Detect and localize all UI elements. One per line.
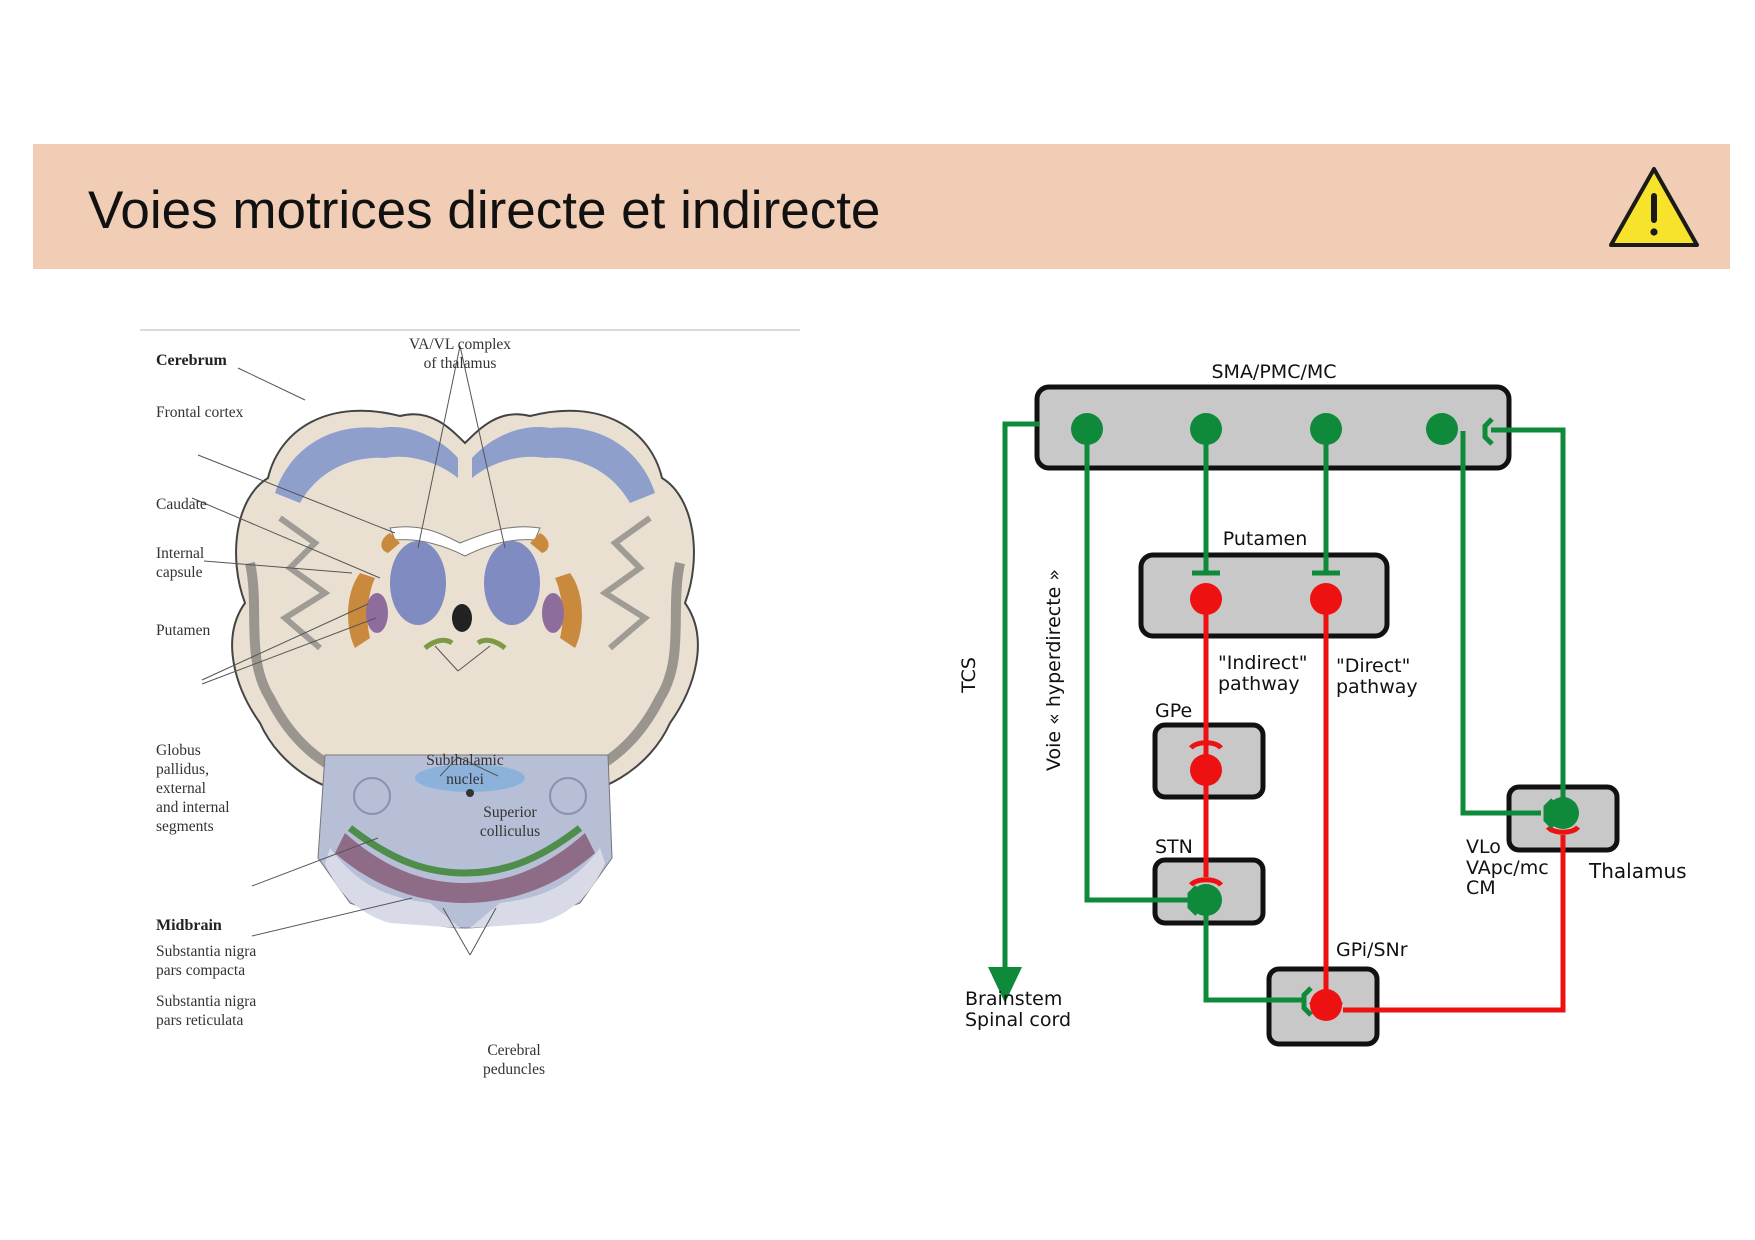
label-vapc-mc: VApc/mc bbox=[1466, 857, 1549, 879]
label-cm: CM bbox=[1466, 877, 1496, 899]
label-frontal-cortex: Frontal cortex bbox=[156, 404, 244, 421]
label-cerebral-peduncles-line2: peduncles bbox=[483, 1061, 545, 1078]
excitatory-neurons bbox=[1071, 413, 1579, 916]
label-globus-line1: Globus bbox=[156, 742, 201, 759]
label-hyperdirect: Voie « hyperdirecte » bbox=[1043, 569, 1065, 771]
label-tcs: TCS bbox=[958, 657, 980, 694]
excitatory-connections bbox=[1002, 417, 1566, 1003]
label-vavl-line1: VA/VL complex bbox=[409, 336, 511, 353]
label-snr-line1: Substantia nigra bbox=[156, 993, 256, 1010]
page-title: Voies motrices directe et indirecte bbox=[88, 181, 881, 240]
inhibitory-connections bbox=[1188, 599, 1581, 1013]
label-globus-line4: and internal bbox=[156, 799, 230, 816]
label-gpi-snr: GPi/SNr bbox=[1336, 939, 1408, 961]
label-indirect-line1: "Indirect" bbox=[1218, 652, 1307, 674]
basal-ganglia-circuit-diagram: SMA/PMC/MC Putamen GPe STN GPi/SNr "Indi… bbox=[958, 361, 1687, 1047]
label-brainstem: Brainstem bbox=[965, 988, 1062, 1010]
label-globus-line5: segments bbox=[156, 818, 214, 835]
label-gpe: GPe bbox=[1155, 700, 1192, 722]
tcs-arrowhead bbox=[988, 967, 1022, 1003]
label-indirect-line2: pathway bbox=[1218, 673, 1300, 695]
label-spinal-cord: Spinal cord bbox=[965, 1009, 1071, 1031]
warning-triangle-icon bbox=[1609, 167, 1699, 247]
label-putamen: Putamen bbox=[1223, 528, 1308, 550]
label-internal-capsule-line2: capsule bbox=[156, 564, 203, 581]
label-cerebrum: Cerebrum bbox=[156, 352, 227, 369]
label-subthalamic-line1: Subthalamic bbox=[426, 752, 504, 769]
label-vlo: VLo bbox=[1466, 836, 1501, 858]
label-direct-line2: pathway bbox=[1336, 676, 1418, 698]
leader-lines bbox=[191, 345, 506, 956]
label-snc-line1: Substantia nigra bbox=[156, 943, 256, 960]
label-superior-colliculus-line2: colliculus bbox=[480, 823, 540, 840]
label-cortex: SMA/PMC/MC bbox=[1211, 361, 1336, 383]
label-direct-line1: "Direct" bbox=[1336, 655, 1410, 677]
brain-anatomy-illustration: Cerebrum Frontal cortex VA/VL complex of… bbox=[140, 329, 800, 1078]
label-internal-capsule-line1: Internal bbox=[156, 545, 204, 562]
label-superior-colliculus-line1: Superior bbox=[483, 804, 537, 821]
title-bar: Voies motrices directe et indirecte bbox=[33, 144, 1730, 269]
label-caudate: Caudate bbox=[156, 496, 207, 513]
inhibitory-neurons bbox=[1190, 583, 1342, 1021]
label-cerebral-peduncles-line1: Cerebral bbox=[487, 1042, 540, 1059]
putamen-box bbox=[1138, 552, 1390, 639]
label-thalamus: Thalamus bbox=[1588, 859, 1687, 883]
label-subthalamic-line2: nuclei bbox=[446, 771, 485, 788]
label-vavl-line2: of thalamus bbox=[424, 355, 497, 372]
label-putamen: Putamen bbox=[156, 622, 210, 639]
label-midbrain: Midbrain bbox=[156, 917, 222, 934]
label-snr-line2: pars reticulata bbox=[156, 1012, 243, 1029]
label-globus-line3: external bbox=[156, 780, 206, 797]
midbrain-section bbox=[317, 754, 613, 929]
label-snc-line2: pars compacta bbox=[156, 962, 245, 979]
label-globus-line2: pallidus, bbox=[156, 761, 209, 778]
label-stn: STN bbox=[1155, 836, 1193, 858]
